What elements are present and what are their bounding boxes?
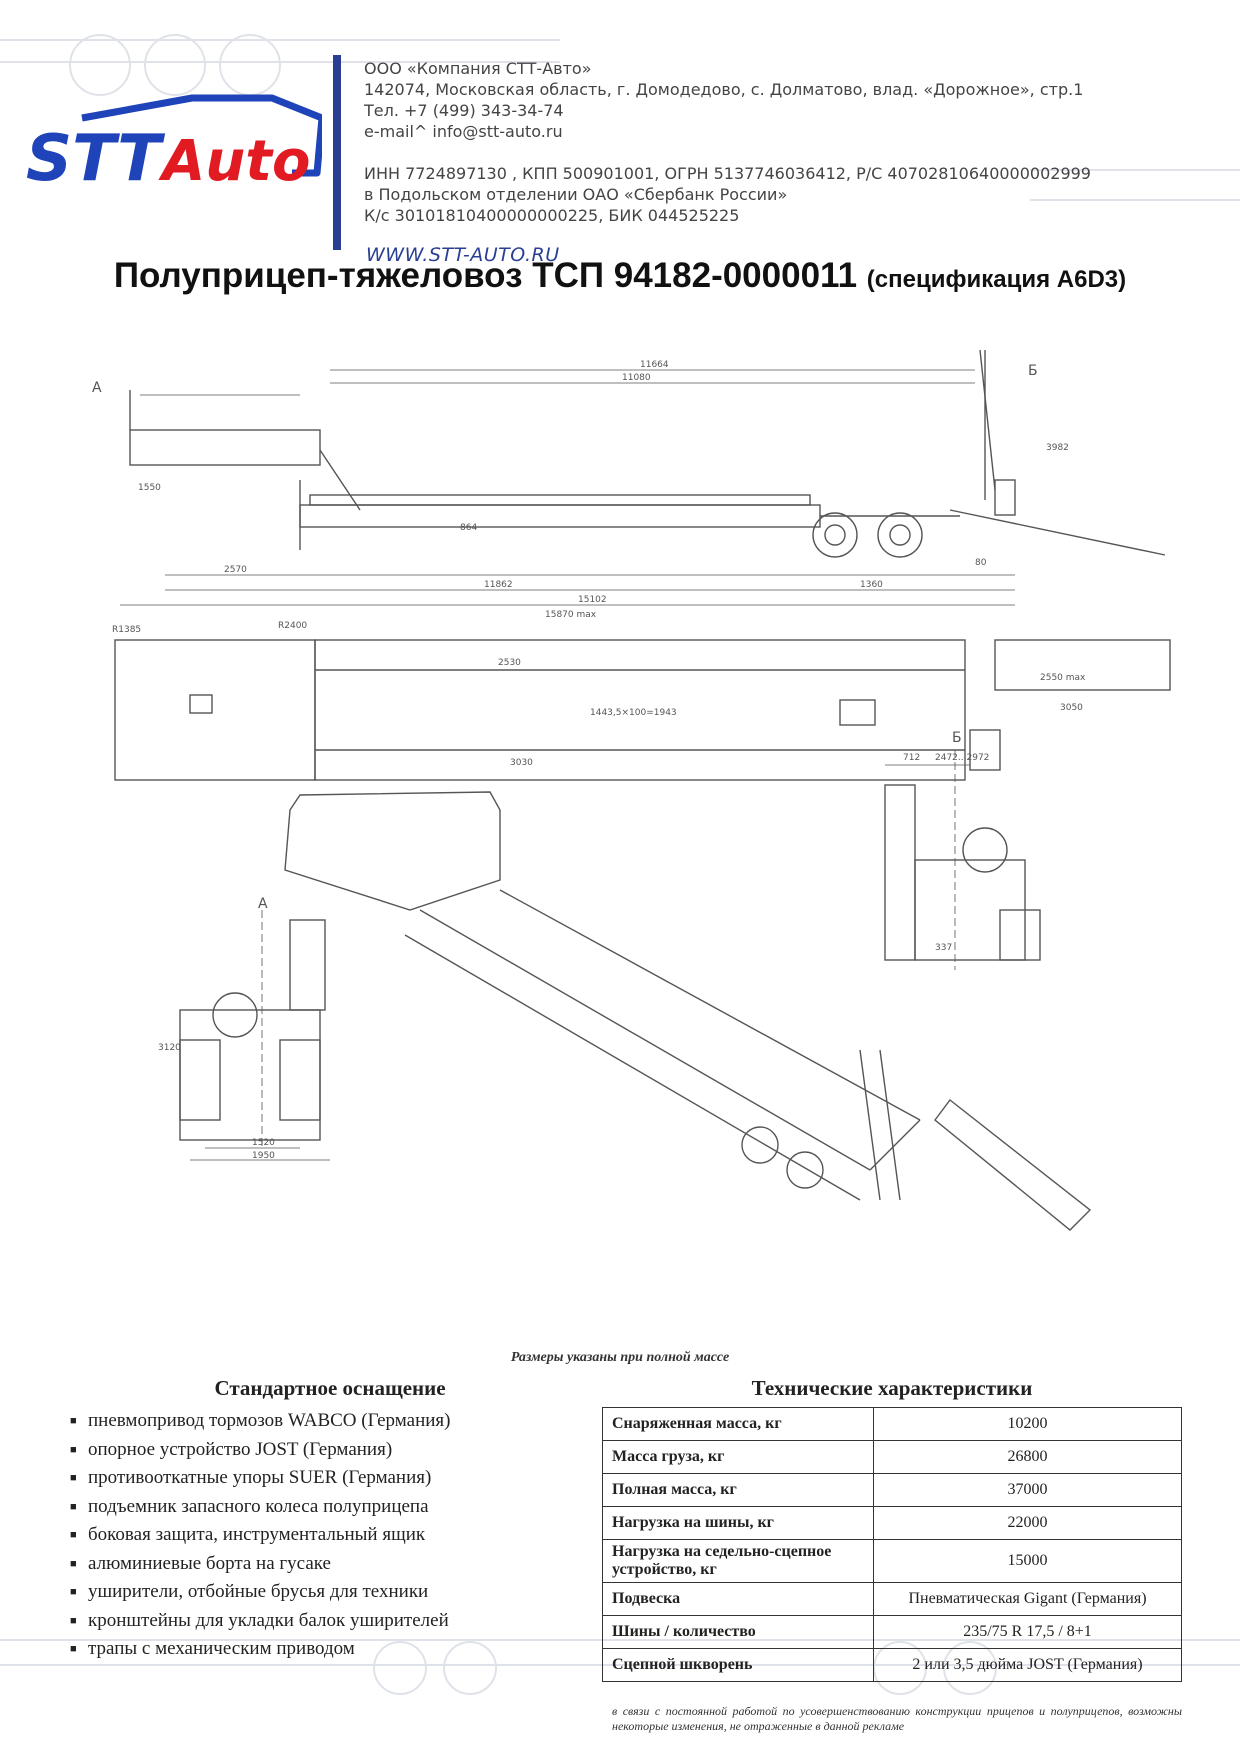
dim-kingpin: 2570 [224,565,247,575]
list-item: ■подъемник запасного колеса полуприцепа [70,1493,590,1522]
list-item: ■кронштейны для укладки балок уширителей [70,1607,590,1636]
view-a-label-side: А [92,380,102,396]
svg-text:STT: STT [26,122,165,196]
company-address: 142074, Московская область, г. Домодедов… [364,80,1084,99]
svg-text:Auto: Auto [158,129,310,194]
bullet-icon: ■ [70,1472,77,1484]
stt-auto-logo: STT Auto [26,94,322,196]
company-ks: К/с 30101810400000000225, БИК 044525225 [364,206,740,225]
bullet-icon: ■ [70,1614,77,1627]
dim-width-c: 3050 [1060,703,1083,713]
list-item: ■пневмопривод тормозов WABCO (Германия) [70,1407,590,1436]
dimensions-note: Размеры указаны при полной массе [510,1350,730,1365]
title-main: Полуприцеп-тяжеловоз ТСП 94182-0000011 [113,256,858,295]
dim-radius-2: R2400 [278,621,307,631]
list-item: ■опорное устройство JOST (Германия) [70,1436,590,1465]
view-a-label: А [258,896,268,912]
dim-radius-1: R1385 [112,625,141,635]
dim-width-a: 2530 [498,658,521,668]
list-item: ■алюминиевые борта на гусаке [70,1550,590,1579]
list-item: ■боковая защита, инструментальный ящик [70,1521,590,1550]
company-website-link[interactable]: WWW.STT-AUTO.RU [366,244,560,266]
bullet-icon: ■ [70,1529,77,1541]
dim-a-track: 1520 [252,1138,275,1148]
dim-deck-height: 864 [460,523,477,533]
company-email: e-mail^ info@stt-auto.ru [364,122,563,141]
letterhead: STT Auto ООО «Компания СТТ-Авто» 142074,… [0,0,1240,266]
bullet-icon: ■ [70,1500,77,1513]
view-b-label: Б [952,730,962,746]
dim-total-height: 3982 [1046,443,1069,453]
company-inn: ИНН 7724897130 , КПП 500901001, ОГРН 513… [364,164,1091,183]
list-item: ■уширители, отбойные брусья для техники [70,1578,590,1607]
dim-extension: 1443,5×100=1943 [590,708,677,718]
dim-width-b: 3030 [510,758,533,768]
dim-ramp-clear: 80 [975,558,987,568]
bullet-icon: ■ [70,1415,77,1427]
list-item: ■трапы с механическим приводом [70,1635,590,1664]
company-bank: в Подольском отделении ОАО «Сбербанк Рос… [364,185,788,204]
view-b-label-side: Б [1028,363,1038,379]
dim-length-max: 15870 max [545,610,597,620]
dim-a-height: 3120 [158,1043,181,1053]
dim-b-top-1: 712 [903,753,920,763]
dim-b-side: 337 [935,943,952,953]
dim-wheelbase: 11862 [484,580,513,590]
standard-equipment: Стандартное оснащение ■пневмопривод торм… [70,1376,590,1664]
header-divider [333,55,341,250]
technical-specs: Технические характеристики Снаряженная м… [602,1376,1182,1682]
company-phone: Тел. +7 (499) 343-34-74 [364,101,564,120]
dim-width-max: 2550 max [1040,673,1086,683]
title-spec: (спецификация А6D3) [866,266,1127,293]
bullet-icon: ■ [70,1443,77,1456]
bullet-icon: ■ [70,1557,77,1570]
dim-deck: 11080 [622,373,651,383]
dim-height-front: 1550 [138,483,161,493]
dim-overall: 11664 [640,360,669,370]
disclaimer: в связи с постоянной работой по усоверше… [612,1704,1182,1733]
page-title: Полуприцеп-тяжеловоз ТСП 94182-0000011 (… [0,256,1240,296]
table-row: Нагрузка на седельно-сцепное устройство,… [602,1539,1182,1583]
company-info: ООО «Компания СТТ-Авто» 142074, Московск… [364,58,1091,226]
bullet-icon: ■ [70,1586,77,1598]
dim-length: 15102 [578,595,607,605]
trailer-technical-drawing: А Б 11664 11080 1550 864 3982 2570 11862… [92,350,1171,1231]
dim-b-top-2: 2472...2972 [935,753,989,763]
dim-axle: 1360 [860,580,883,590]
specs-heading: Технические характеристики [751,1376,1033,1400]
equipment-heading: Стандартное оснащение [214,1376,446,1400]
bullet-icon: ■ [70,1643,77,1655]
list-item: ■противооткатные упоры SUER (Германия) [70,1464,590,1493]
dim-a-width: 1950 [252,1151,275,1161]
company-name: ООО «Компания СТТ-Авто» [364,59,592,78]
